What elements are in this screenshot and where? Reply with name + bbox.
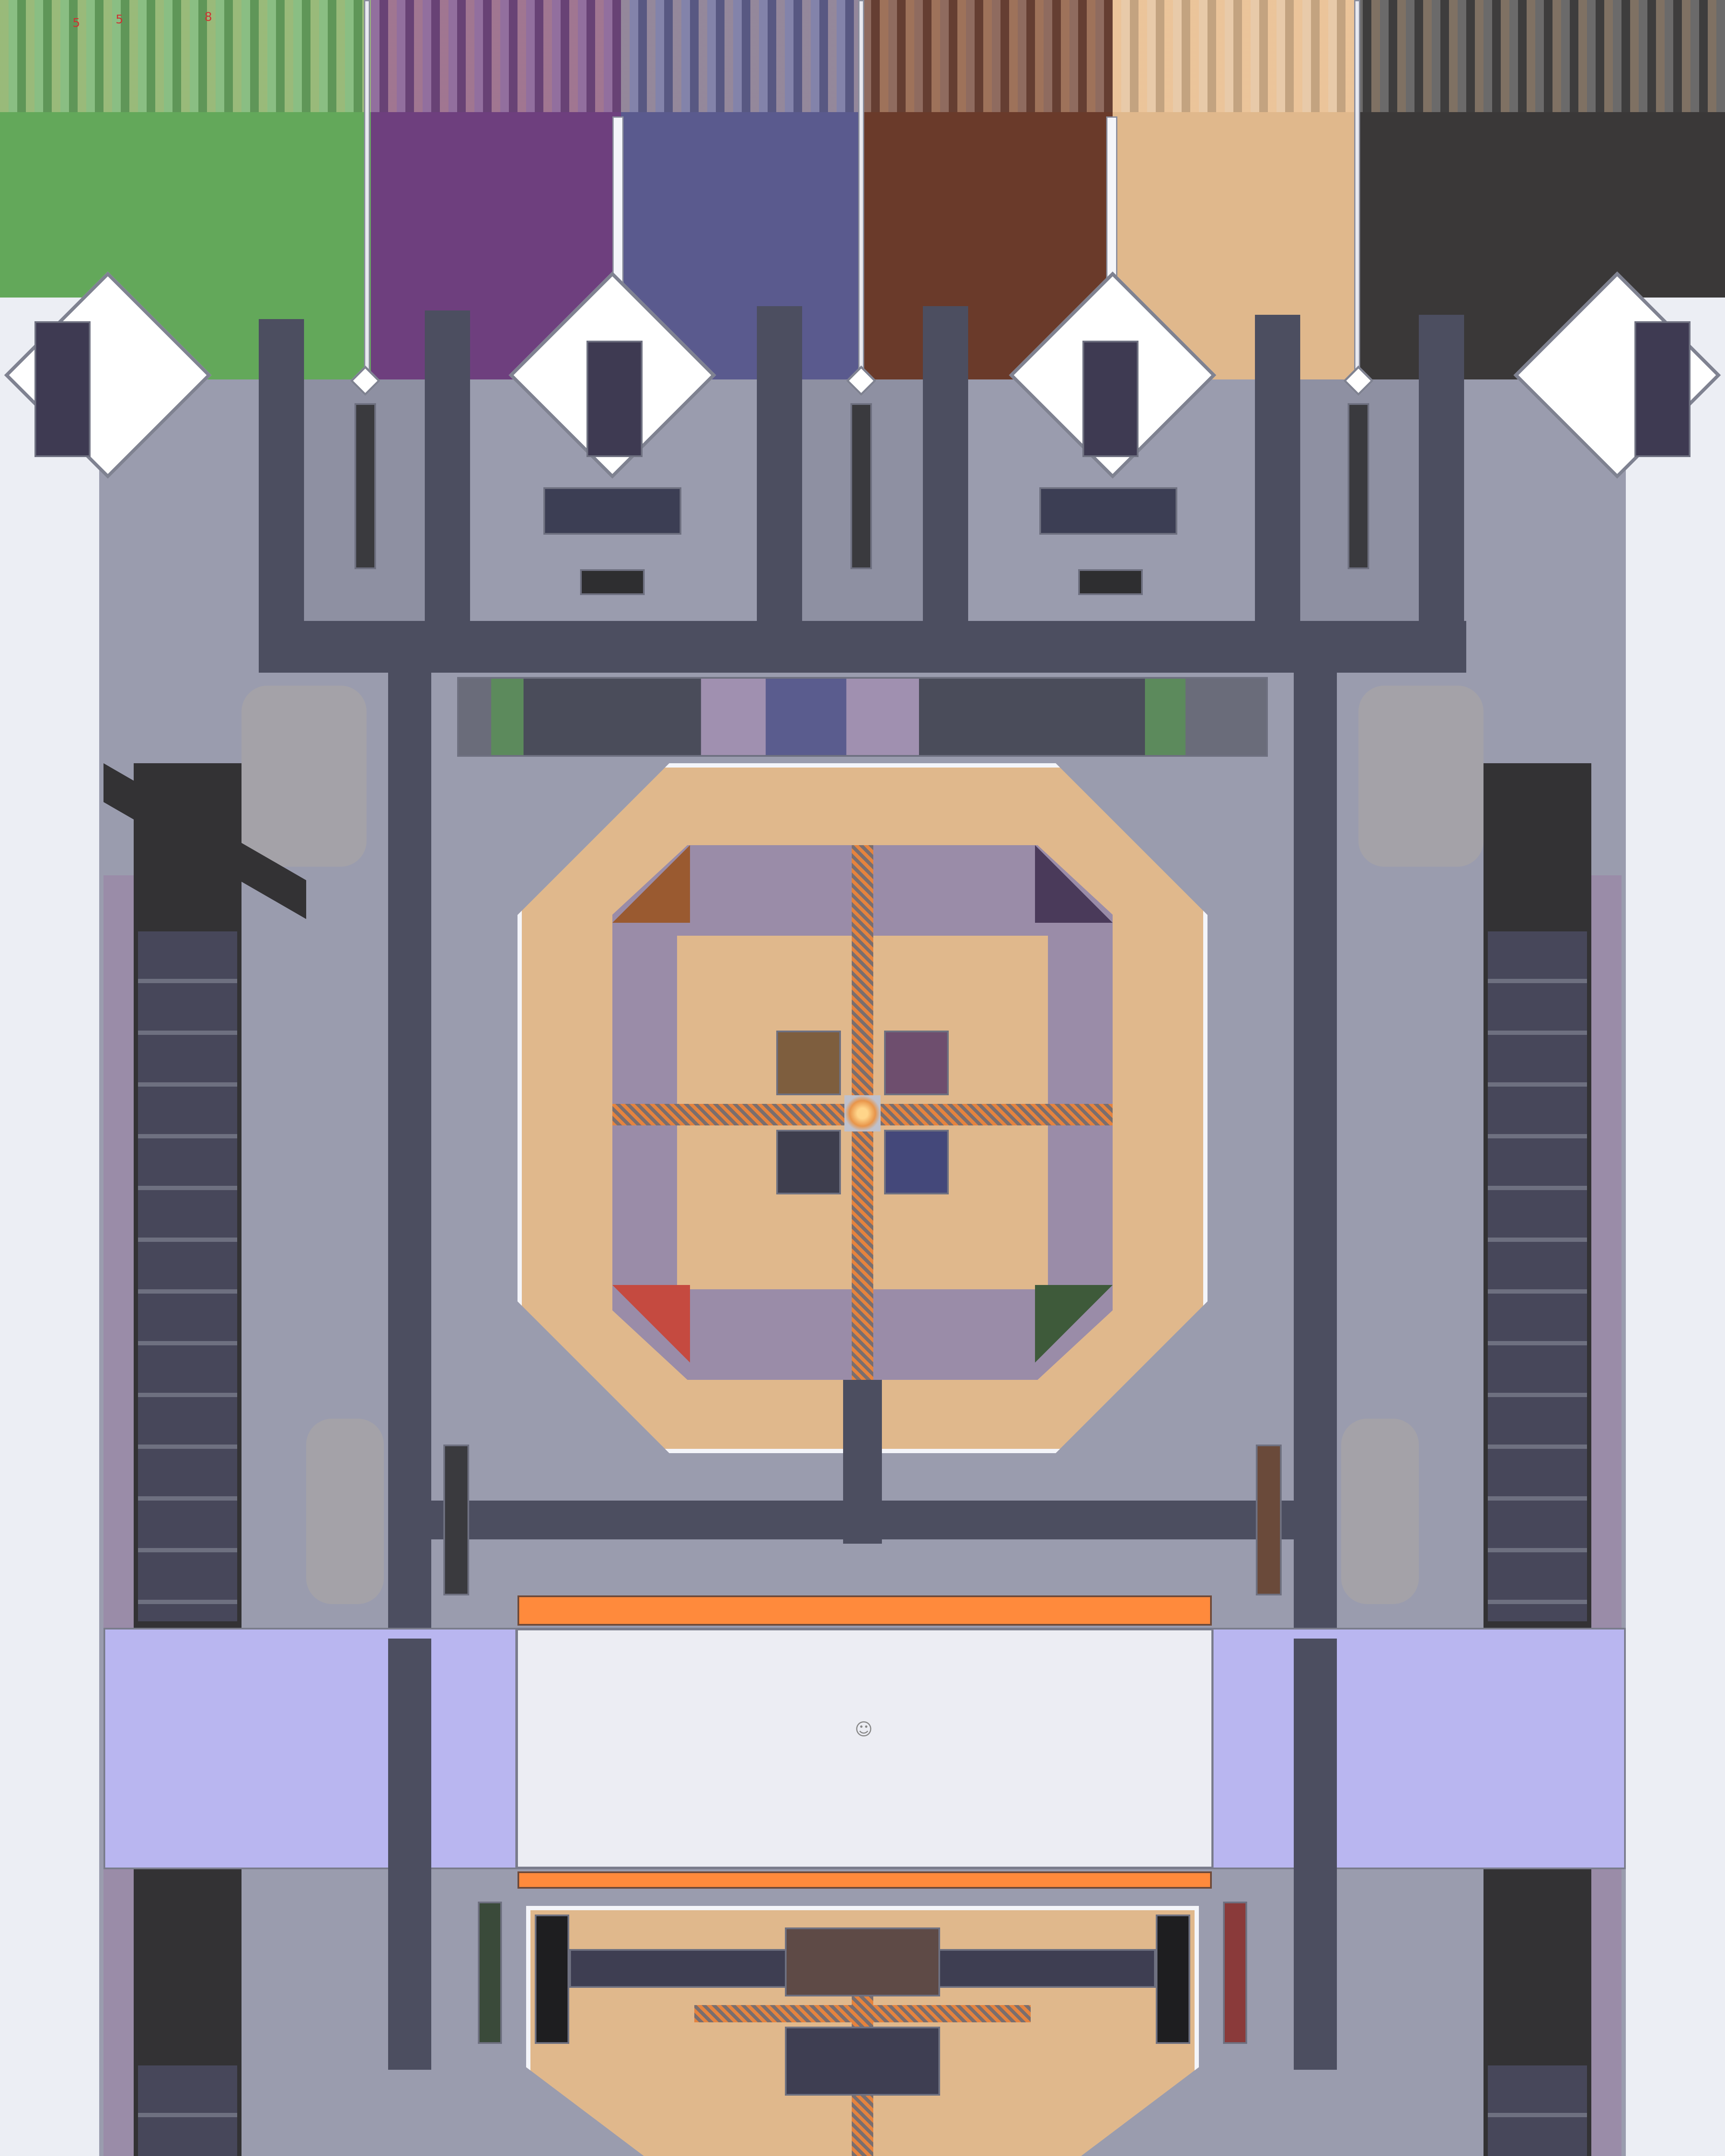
lane-right[interactable]	[1212, 1628, 1626, 1869]
divider	[1354, 0, 1360, 379]
biome-marker: 8	[204, 9, 212, 24]
lower-road-left-diagonal	[388, 1639, 431, 2070]
road-right-main	[1294, 673, 1337, 1639]
side-pad	[1341, 1419, 1419, 1604]
silo-block[interactable]	[580, 569, 645, 595]
lane-left[interactable]	[104, 1628, 518, 1869]
lower-vault[interactable]	[785, 1927, 940, 1996]
divider	[858, 0, 864, 379]
road-top-v3	[757, 306, 802, 638]
core-vault-br[interactable]	[884, 1130, 949, 1194]
left-outer-wall	[0, 298, 99, 2156]
lower-base-corner	[1156, 1915, 1190, 2044]
lower-base-corner	[535, 1915, 569, 2044]
lower-vault[interactable]	[785, 2027, 940, 2096]
storage-rack[interactable]	[586, 341, 643, 457]
storage-rack[interactable]	[1082, 341, 1138, 457]
side-rack-red[interactable]	[1223, 1902, 1247, 2044]
left-conveyor-strip	[293, 931, 302, 2156]
vertical-rack[interactable]	[850, 403, 872, 569]
vertical-rack[interactable]	[1348, 403, 1369, 569]
right-storage-column-low[interactable]	[1488, 2065, 1587, 2156]
core-center[interactable]	[844, 1095, 881, 1131]
silo-bay[interactable]	[1039, 487, 1177, 535]
left-storage-column[interactable]	[138, 931, 237, 1621]
left-storage-column-low[interactable]	[138, 2065, 237, 2156]
orange-barrier-top	[518, 1595, 1212, 1626]
biome-marker: 5	[72, 16, 80, 30]
lower-road-right-diagonal	[1294, 1639, 1337, 2070]
orange-barrier-bottom	[518, 1871, 1212, 1889]
biome-marker: 5	[116, 12, 123, 26]
core-vault-tr[interactable]	[884, 1031, 949, 1095]
octagon-exit-road	[843, 1380, 882, 1509]
side-rack-green[interactable]	[478, 1902, 502, 2044]
vertical-rack[interactable]	[354, 403, 376, 569]
road-top-v1	[259, 319, 304, 647]
storage-strip[interactable]	[457, 677, 1268, 757]
storage-rack[interactable]	[34, 321, 91, 457]
right-storage-column[interactable]	[1488, 931, 1587, 1621]
road-top-v2	[425, 310, 470, 638]
side-rack-right[interactable]	[1256, 1445, 1282, 1595]
side-rack-left[interactable]	[443, 1445, 469, 1595]
side-pad	[242, 686, 367, 867]
left-tower-lavender	[104, 875, 134, 2156]
divider	[364, 0, 370, 379]
side-pad	[1358, 686, 1484, 867]
biome-ice	[621, 0, 862, 379]
road-top-v4	[923, 306, 968, 638]
silo-bay[interactable]	[543, 487, 681, 535]
smiley-icon: ☺	[855, 1720, 873, 1739]
silo-block[interactable]	[1078, 569, 1143, 595]
right-tower-lavender	[1591, 875, 1622, 2156]
road-top-v5	[1255, 315, 1300, 638]
core-vault-bl[interactable]	[776, 1130, 841, 1194]
road-left-main	[388, 673, 431, 1639]
side-pad	[306, 1419, 384, 1604]
storage-rack[interactable]	[1634, 321, 1690, 457]
road-top-v6	[1419, 315, 1464, 647]
right-outer-wall	[1626, 298, 1725, 2156]
central-plaza[interactable]	[515, 1628, 1214, 1869]
core-vault-tl[interactable]	[776, 1031, 841, 1095]
